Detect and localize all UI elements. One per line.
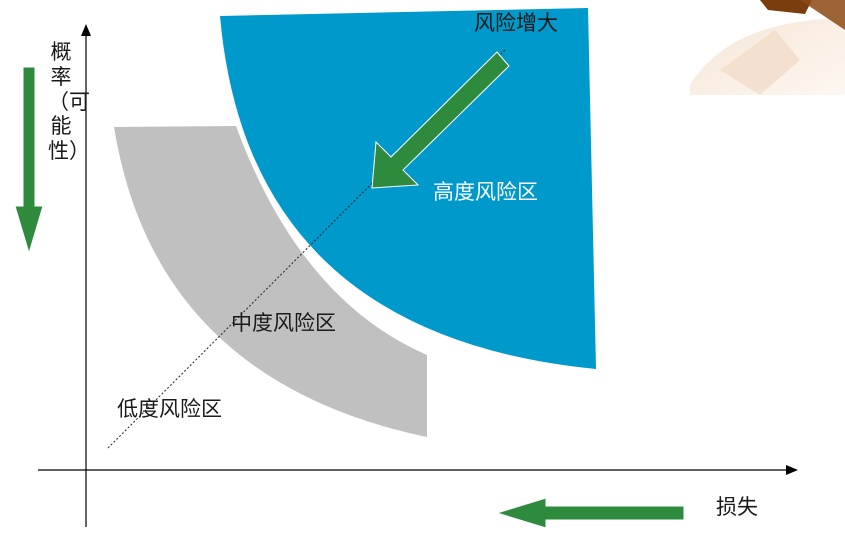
medium-risk-zone — [114, 126, 427, 437]
y-axis-label: 概率（可能性） — [48, 40, 90, 164]
y-axis — [81, 24, 91, 527]
risk-increase-label: 风险增大 — [474, 11, 558, 35]
high-risk-zone — [220, 8, 596, 369]
low-risk-zone-label: 低度风险区 — [117, 397, 222, 421]
medium-risk-zone-label: 中度风险区 — [231, 311, 336, 335]
down-arrow-icon — [14, 66, 44, 255]
left-arrow-icon — [495, 497, 685, 529]
risk-direction-arrow — [371, 51, 510, 189]
high-risk-zone-label: 高度风险区 — [433, 180, 538, 204]
x-axis — [38, 465, 798, 475]
corner-decoration — [690, 0, 845, 95]
x-axis-label: 损失 — [716, 495, 758, 519]
